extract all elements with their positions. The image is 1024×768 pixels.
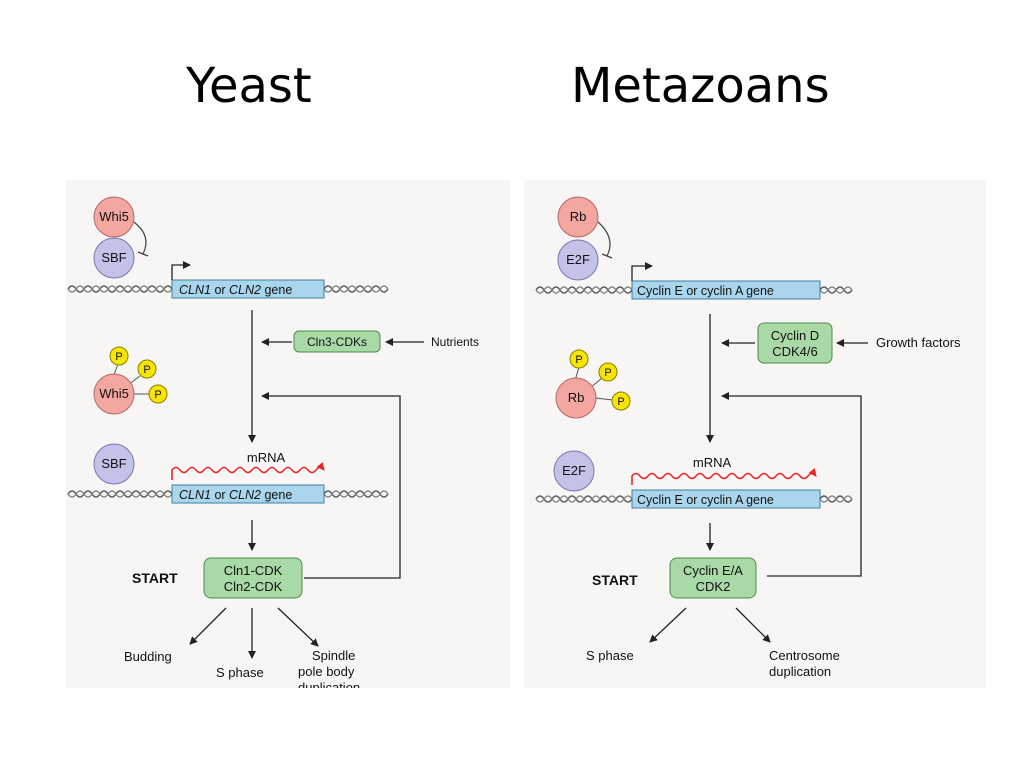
cln-gene-box-top bbox=[171, 279, 325, 299]
nutrients-label: Nutrients bbox=[431, 335, 479, 349]
mrna-label: mRNA bbox=[693, 455, 732, 470]
phosphate-3-label: P bbox=[617, 396, 624, 408]
cyclin-ea-label: Cyclin E/A bbox=[683, 563, 743, 578]
spindle-label-3: duplication bbox=[298, 680, 360, 688]
cdk2-label: CDK2 bbox=[696, 579, 731, 594]
metazoans-diagram-svg: Cyclin E or cyclin A gene Rb E2F Cyclin … bbox=[535, 196, 961, 679]
centrosome-arrow bbox=[735, 607, 771, 643]
e2f-label: E2F bbox=[566, 252, 590, 267]
phospho-whi5: Whi5 P P P bbox=[93, 346, 168, 415]
s-phase-label: S phase bbox=[586, 648, 634, 663]
rb-label: Rb bbox=[570, 209, 587, 224]
inhibition-line bbox=[133, 221, 147, 255]
s-phase-arrow bbox=[649, 607, 687, 643]
inhibition-line bbox=[597, 221, 611, 257]
spindle-label-2: pole body bbox=[298, 664, 355, 679]
cln2-cdk-label: Cln2-CDK bbox=[224, 579, 283, 594]
feedback-arrow bbox=[261, 392, 401, 579]
yeast-title: Yeast bbox=[186, 58, 312, 114]
dna-strand-bottom bbox=[67, 490, 389, 498]
phosphate-2-label: P bbox=[604, 367, 611, 379]
mrna-wave bbox=[171, 462, 325, 480]
phosphate-3-label: P bbox=[154, 389, 161, 401]
phospho-rb: Rb P P P bbox=[555, 349, 631, 419]
dna-strand-top bbox=[67, 285, 389, 293]
cln-gene-box-bottom bbox=[171, 484, 325, 504]
metazoans-diagram: Cyclin E or cyclin A gene Rb E2F Cyclin … bbox=[524, 180, 986, 688]
centrosome-label-2: duplication bbox=[769, 664, 831, 679]
inhibition-bar bbox=[137, 251, 149, 257]
rb-circle bbox=[557, 196, 599, 238]
cyclin-d-box bbox=[757, 322, 833, 364]
transcription-start-arrow bbox=[171, 261, 191, 280]
e2f-free-circle bbox=[553, 450, 595, 492]
cln-gene-label-bottom: CLN1 or CLN2 gene bbox=[179, 488, 292, 502]
sbf-label: SBF bbox=[101, 250, 126, 265]
dna-strand-bottom bbox=[535, 495, 853, 503]
cln3-cdks-box bbox=[293, 330, 381, 353]
phosphate-1-label: P bbox=[115, 351, 122, 363]
cyclin-d-label: Cyclin D bbox=[771, 328, 819, 343]
e2f-free-label: E2F bbox=[562, 463, 586, 478]
sbf-free-circle bbox=[93, 443, 135, 485]
budding-label: Budding bbox=[124, 649, 172, 664]
transcription-start-arrow bbox=[631, 262, 653, 281]
phosphate-1 bbox=[569, 349, 589, 369]
whi5-circle bbox=[93, 196, 135, 238]
spindle-arrow bbox=[277, 607, 319, 647]
centrosome-label-1: Centrosome bbox=[769, 648, 840, 663]
cln3-cdks-label: Cln3-CDKs bbox=[307, 335, 367, 349]
e2f-circle bbox=[557, 239, 599, 281]
phosphate-2-label: P bbox=[143, 364, 150, 376]
inhibition-bar bbox=[601, 253, 613, 259]
cyclin-gene-label-bottom: Cyclin E or cyclin A gene bbox=[637, 493, 774, 507]
whi5-phospho-label: Whi5 bbox=[99, 386, 129, 401]
budding-arrow bbox=[189, 607, 227, 645]
whi5-label: Whi5 bbox=[99, 209, 129, 224]
phosphate-2 bbox=[137, 359, 157, 379]
spindle-label-1: Spindle bbox=[312, 648, 355, 663]
start-label: START bbox=[592, 572, 638, 588]
growth-factors-label: Growth factors bbox=[876, 335, 961, 350]
metazoans-title: Metazoans bbox=[571, 58, 830, 114]
yeast-diagram-svg: CLN1 or CLN2 gene Whi5 SBF Cln3-CDKs Nut… bbox=[67, 196, 479, 688]
mrna-wave bbox=[631, 468, 817, 485]
yeast-diagram: CLN1 or CLN2 gene Whi5 SBF Cln3-CDKs Nut… bbox=[66, 180, 510, 688]
cyclin-gene-box-bottom bbox=[631, 489, 821, 509]
cdk46-label: CDK4/6 bbox=[772, 344, 818, 359]
phosphate-3 bbox=[611, 391, 631, 411]
cyclin-gene-box-top bbox=[631, 280, 821, 300]
phosphate-3 bbox=[148, 384, 168, 404]
rb-phospho-circle bbox=[555, 377, 597, 419]
cyclin-gene-label-top: Cyclin E or cyclin A gene bbox=[637, 284, 774, 298]
cln1-cdk-label: Cln1-CDK bbox=[224, 563, 283, 578]
phosphate-1 bbox=[109, 346, 129, 366]
phosphate-1-label: P bbox=[575, 354, 582, 366]
phosphate-2 bbox=[598, 362, 618, 382]
sbf-circle bbox=[93, 237, 135, 279]
cyclin-ea-box bbox=[669, 557, 757, 599]
mrna-label: mRNA bbox=[247, 450, 286, 465]
cln12-cdk-box bbox=[203, 557, 303, 599]
sbf-free-label: SBF bbox=[101, 456, 126, 471]
feedback-arrow bbox=[721, 392, 862, 577]
cln-gene-label-top: CLN1 or CLN2 gene bbox=[179, 283, 292, 297]
s-phase-label: S phase bbox=[216, 665, 264, 680]
dna-strand-top bbox=[535, 286, 853, 294]
rb-phospho-label: Rb bbox=[568, 390, 585, 405]
start-label: START bbox=[132, 570, 178, 586]
whi5-phospho-circle bbox=[93, 373, 135, 415]
